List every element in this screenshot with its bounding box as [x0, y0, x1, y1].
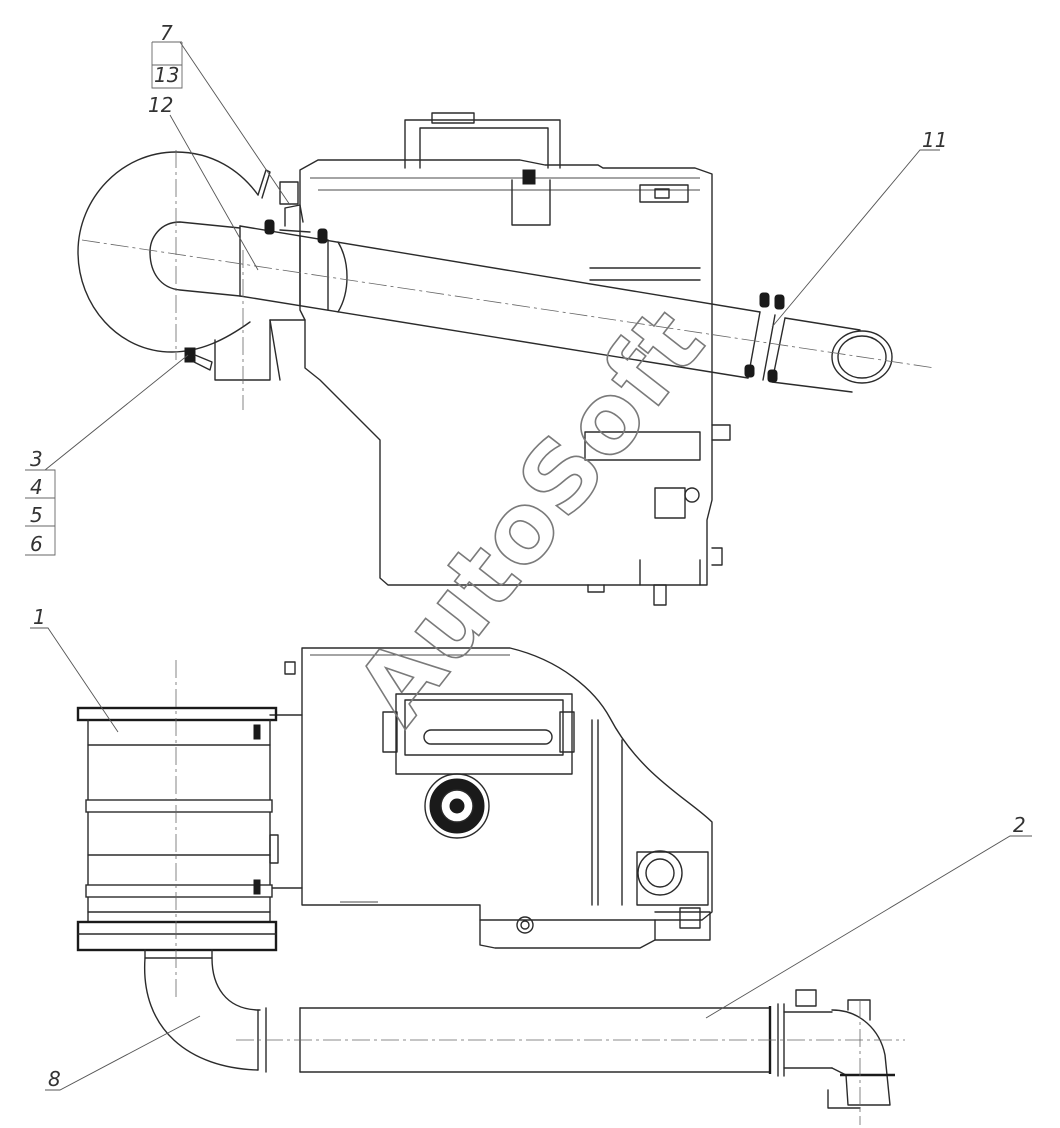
- straight-pipe: [299, 989, 895, 1109]
- precleaner-disk: [77, 151, 271, 371]
- callout-13: 13: [154, 63, 179, 87]
- callout-8: 8: [48, 1067, 61, 1091]
- callout-12: 12: [148, 93, 173, 117]
- intake-pipe-top: [239, 181, 893, 393]
- callout-4: 4: [30, 475, 43, 499]
- centerline-pipe-top: [81, 239, 936, 369]
- filter-canister: [76, 706, 279, 959]
- watermark-text: AutoSoft: [335, 287, 727, 745]
- bottom-view: [76, 647, 905, 1125]
- callout-3: 3: [30, 447, 43, 471]
- callout-2: 2: [1013, 813, 1026, 837]
- callout-11: 11: [922, 128, 947, 152]
- air-cleaner-body-top: [214, 112, 731, 606]
- elbow-pipe: [144, 957, 301, 1073]
- callout-5: 5: [30, 503, 43, 527]
- callout-7: 7: [160, 21, 173, 45]
- callout-1: 1: [33, 605, 46, 629]
- callout-6: 6: [30, 532, 43, 556]
- callout-boxes: [25, 41, 183, 556]
- top-view: [77, 112, 936, 606]
- air-cleaner-body-side: [269, 647, 713, 949]
